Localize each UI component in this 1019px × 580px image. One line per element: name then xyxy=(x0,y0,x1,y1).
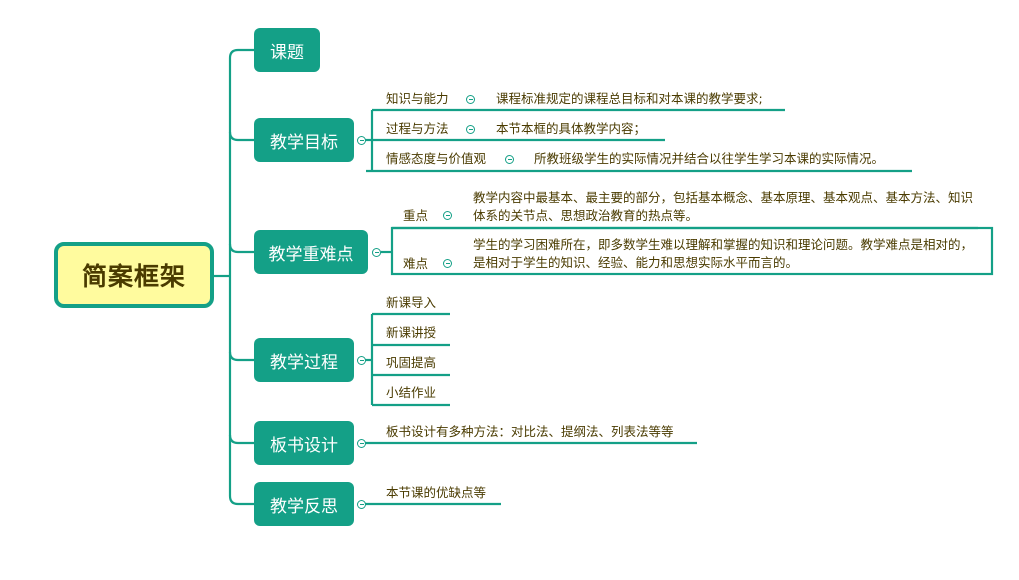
topic-teaching-reflection[interactable]: 教学反思 xyxy=(254,482,354,526)
subtopic-consolidation[interactable]: 巩固提高 xyxy=(386,355,437,370)
subtopic-emotion-values[interactable]: 情感态度与价值观 xyxy=(386,151,487,166)
collapse-toggle-icon[interactable] xyxy=(372,248,381,257)
collapse-toggle-icon[interactable] xyxy=(357,500,366,509)
collapse-toggle-icon[interactable] xyxy=(443,211,452,220)
collapse-toggle-icon[interactable] xyxy=(357,439,366,448)
topic-label: 教学过程 xyxy=(270,352,338,373)
collapse-toggle-icon[interactable] xyxy=(466,95,475,104)
topic-teaching-process[interactable]: 教学过程 xyxy=(254,338,354,382)
detail-text[interactable]: 教学内容中最基本、最主要的部分，包括基本概念、基本原理、基本观点、基本方法、知识… xyxy=(473,190,974,223)
collapse-toggle-icon[interactable] xyxy=(505,155,514,164)
collapse-toggle-icon[interactable] xyxy=(357,356,366,365)
topic-teaching-goals[interactable]: 教学目标 xyxy=(254,118,354,162)
subtopic-summary-homework[interactable]: 小结作业 xyxy=(386,385,437,400)
topic-keti[interactable]: 课题 xyxy=(254,28,320,72)
subtopic-pros-cons[interactable]: 本节课的优缺点等 xyxy=(386,485,487,500)
subtopic-intro[interactable]: 新课导入 xyxy=(386,295,437,310)
root-label: 简案框架 xyxy=(81,262,186,291)
topic-key-difficult-points[interactable]: 教学重难点 xyxy=(254,230,368,274)
subtopic-lecture[interactable]: 新课讲授 xyxy=(386,325,437,340)
collapse-toggle-icon[interactable] xyxy=(466,125,475,134)
subtopic-difficult-point[interactable]: 难点 xyxy=(403,256,429,271)
subtopic-key-point[interactable]: 重点 xyxy=(403,208,429,223)
collapse-toggle-icon[interactable] xyxy=(357,136,366,145)
detail-text[interactable]: 本节本框的具体教学内容； xyxy=(496,121,647,136)
topic-label: 板书设计 xyxy=(270,435,338,456)
topic-label: 教学反思 xyxy=(270,496,338,517)
topic-label: 教学重难点 xyxy=(268,244,354,265)
topic-label: 课题 xyxy=(270,42,304,63)
detail-text[interactable]: 课程标准规定的课程总目标和对本课的教学要求; xyxy=(496,91,763,106)
subtopic-board-methods[interactable]: 板书设计有多种方法：对比法、提纲法、列表法等等 xyxy=(386,424,674,439)
detail-text[interactable]: 学生的学习困难所在，即多数学生难以理解和掌握的知识和理论问题。教学难点是相对的，… xyxy=(473,237,974,270)
topic-label: 教学目标 xyxy=(270,132,338,153)
topic-board-design[interactable]: 板书设计 xyxy=(254,421,354,465)
root-node[interactable]: 简案框架 xyxy=(54,242,214,308)
detail-text[interactable]: 所教班级学生的实际情况并结合以往学生学习本课的实际情况。 xyxy=(534,151,885,166)
subtopic-process-method[interactable]: 过程与方法 xyxy=(386,121,449,136)
collapse-toggle-icon[interactable] xyxy=(443,259,452,268)
subtopic-knowledge-ability[interactable]: 知识与能力 xyxy=(386,91,449,106)
